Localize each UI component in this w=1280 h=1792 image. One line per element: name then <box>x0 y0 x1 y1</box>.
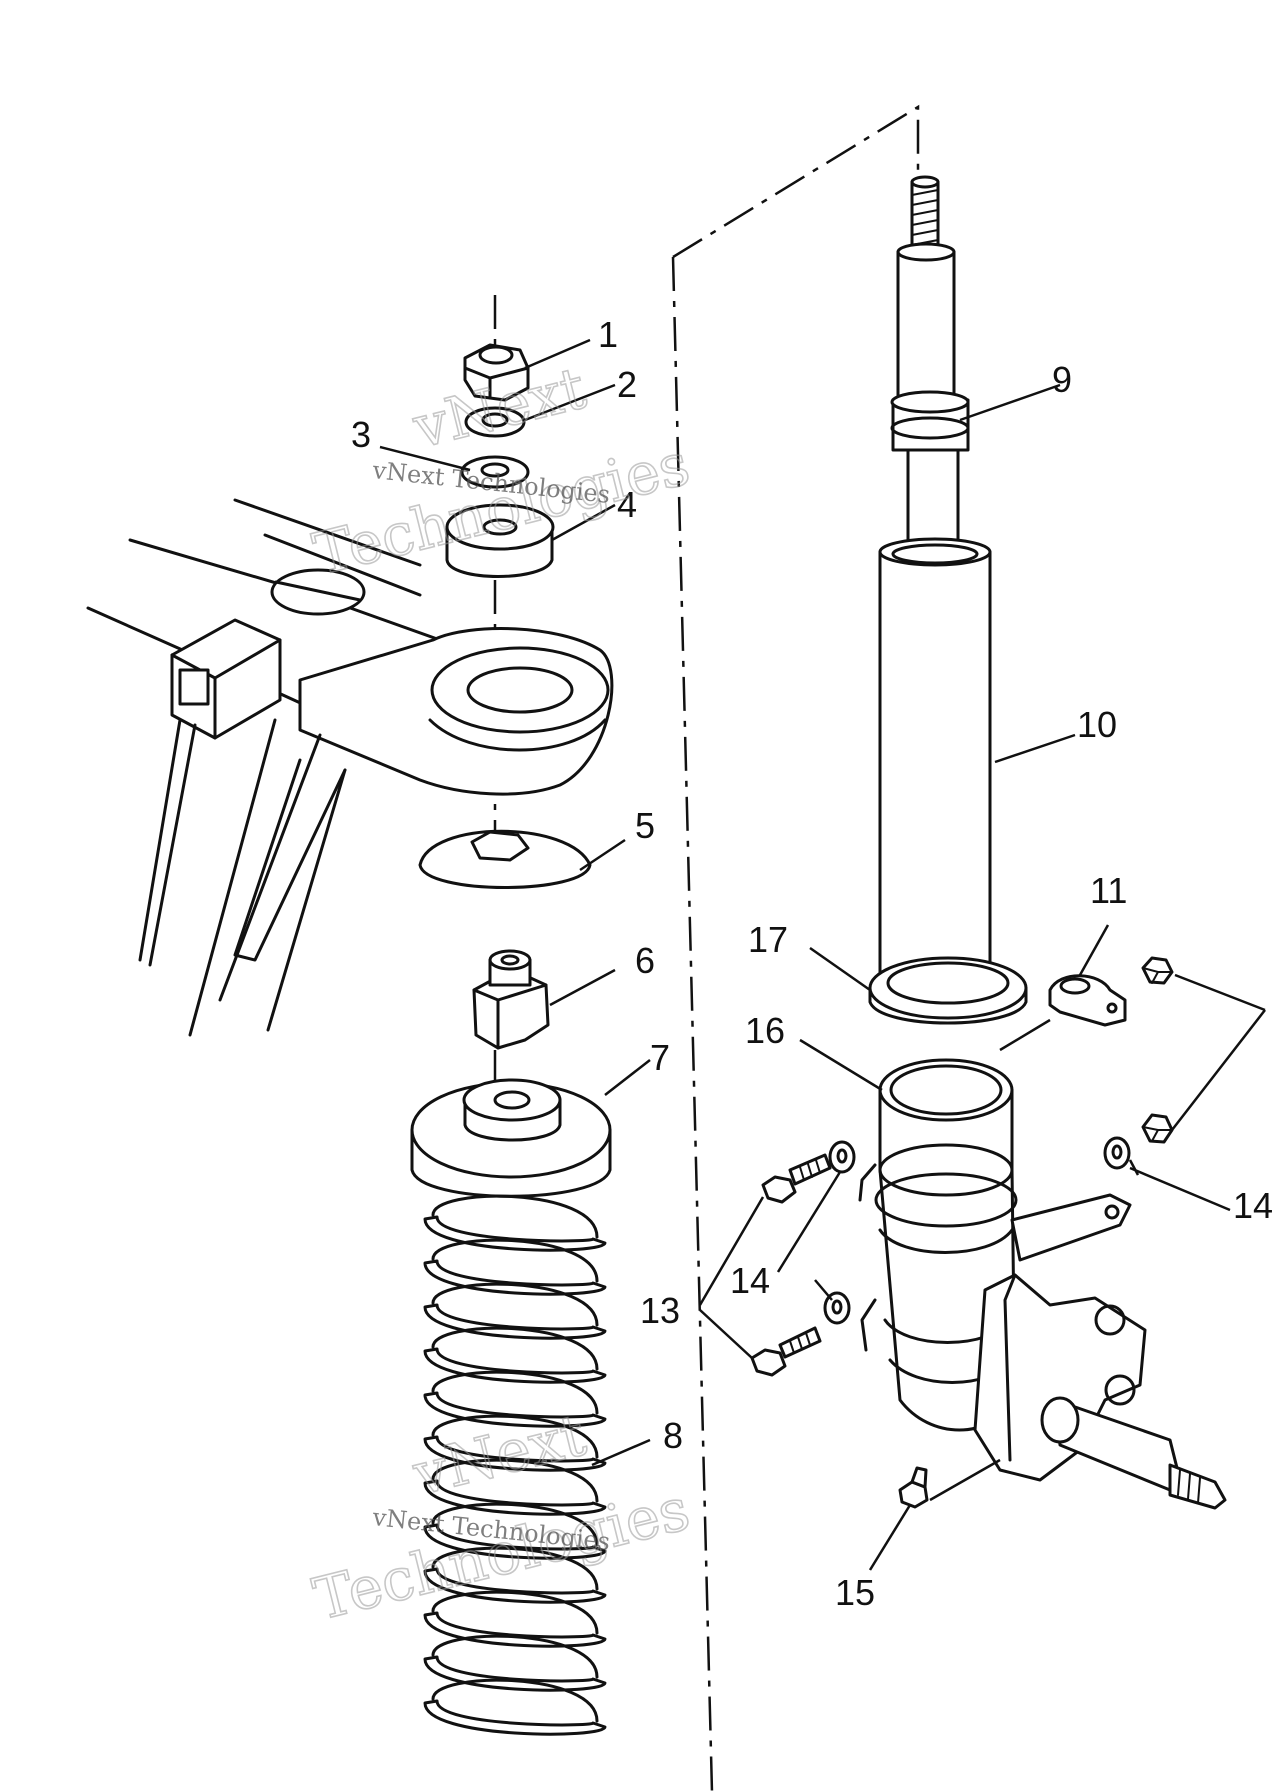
callout-15: 15 <box>835 1572 875 1613</box>
washer-14-left-upper <box>828 1140 856 1174</box>
callout-16: 16 <box>745 1010 785 1051</box>
spring-coil-back <box>431 1194 599 1239</box>
callout-5: 5 <box>635 805 655 846</box>
callout-4: 4 <box>617 484 637 525</box>
callout-13: 13 <box>640 1290 680 1331</box>
spring-coil-back <box>431 1590 599 1635</box>
strut-body-10 <box>878 537 992 984</box>
spring-seat-7 <box>410 1078 612 1198</box>
callout-7: 7 <box>650 1037 670 1078</box>
bolt-13-upper <box>761 1153 832 1204</box>
bushing-nut-6 <box>472 949 550 1050</box>
callout-8: 8 <box>663 1415 683 1456</box>
spring-coil-back <box>431 1678 599 1723</box>
spring-coil-back <box>431 1326 599 1371</box>
cup-washer-5 <box>418 829 592 889</box>
spring-coil-back <box>431 1414 599 1459</box>
callout-1: 1 <box>598 314 618 355</box>
hex-nut-upper <box>1141 956 1174 985</box>
top-nut <box>463 343 530 402</box>
bushing-4 <box>445 503 555 578</box>
callout-11: 11 <box>1090 870 1127 911</box>
seal-ring-17 <box>868 956 1028 1025</box>
spring-coil-front <box>423 1699 607 1736</box>
grease-fitting-15 <box>898 1466 929 1509</box>
frame-arm <box>86 498 614 1037</box>
spring-coil-back <box>431 1238 599 1283</box>
strut-shaft-9 <box>890 175 970 562</box>
washer-3 <box>460 455 530 489</box>
spring-coil-back <box>431 1458 599 1503</box>
callout-14-right: 14 <box>1233 1185 1273 1226</box>
callout-9: 9 <box>1052 359 1072 400</box>
callout-labels: 1 2 3 4 5 6 7 8 9 10 11 17 16 14 13 14 1… <box>351 314 1273 1613</box>
callout-3: 3 <box>351 414 371 455</box>
svg-text:Technologies: Technologies <box>307 1475 696 1634</box>
spring-coil-back <box>431 1370 599 1415</box>
washer-14-right <box>1103 1136 1131 1170</box>
spring-coil-back <box>431 1546 599 1591</box>
spring-coil-back <box>431 1634 599 1679</box>
callout-14-left: 14 <box>730 1260 770 1301</box>
callout-10: 10 <box>1077 704 1117 745</box>
callout-2: 2 <box>617 364 637 405</box>
coil-spring-8 <box>423 1194 607 1736</box>
clamp-11 <box>1048 974 1127 1027</box>
hex-nut-lower <box>1141 1113 1174 1144</box>
leader-lines <box>379 338 1266 1571</box>
washer-2 <box>464 406 526 438</box>
bolt-13-lower <box>750 1326 822 1377</box>
callout-17: 17 <box>748 919 788 960</box>
knuckle-housing-16 <box>858 1058 1227 1510</box>
spring-coil-back <box>431 1502 599 1547</box>
callout-6: 6 <box>635 940 655 981</box>
spring-coil-back <box>431 1282 599 1327</box>
